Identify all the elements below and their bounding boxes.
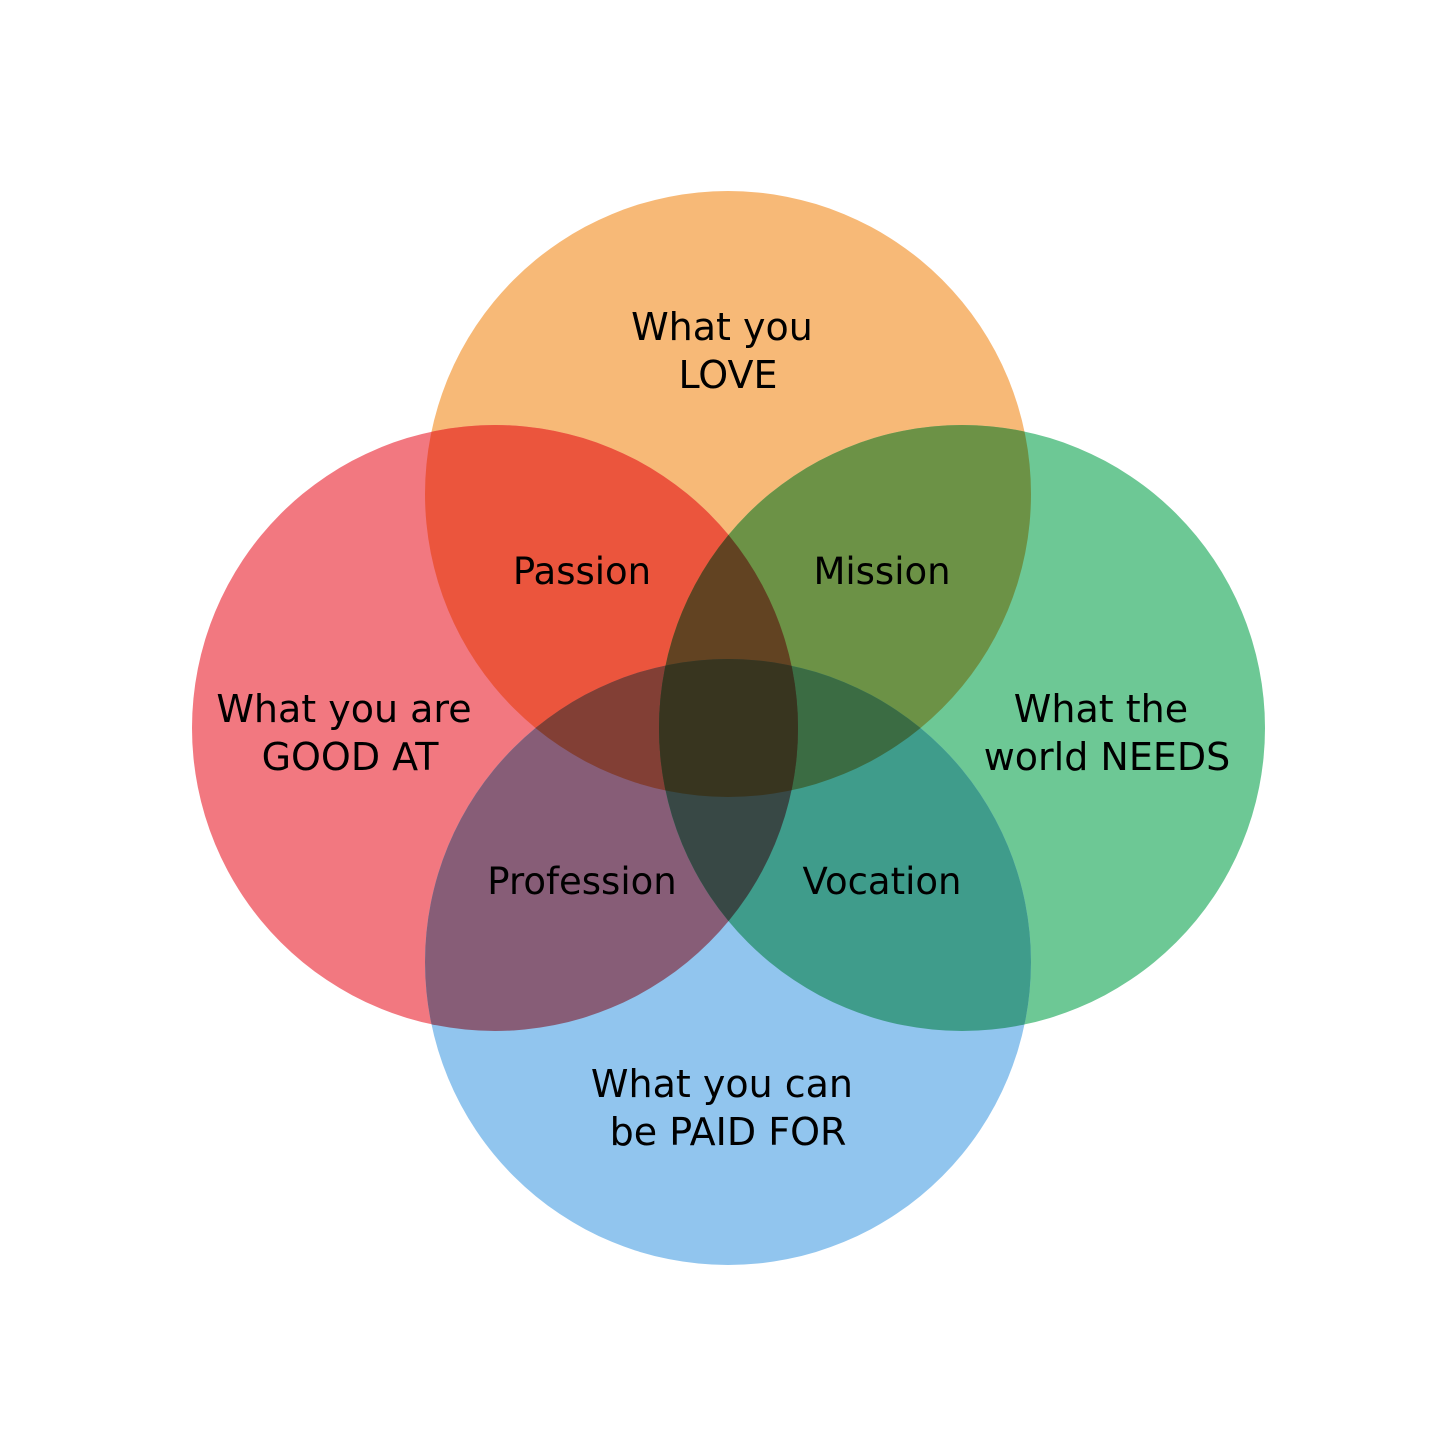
label-world-needs-line1: What the — [1014, 687, 1188, 731]
label-paid-for-line2: be PAID FOR — [610, 1110, 847, 1154]
label-vocation: Vocation — [803, 860, 962, 903]
label-paid-for-line1: What you can — [591, 1062, 853, 1106]
label-world-needs-line2: world NEEDS — [984, 735, 1231, 779]
label-world-needs: What the world NEEDS — [984, 687, 1231, 779]
label-mission: Mission — [813, 550, 950, 593]
label-paid-for: What you can be PAID FOR — [591, 1062, 865, 1154]
label-love-line2: LOVE — [678, 353, 777, 397]
label-passion: Passion — [513, 550, 651, 593]
label-good-at: What you are GOOD AT — [216, 687, 483, 779]
label-love-line1: What you — [631, 305, 813, 349]
label-good-at-line1: What you are — [216, 687, 471, 731]
label-profession: Profession — [487, 860, 676, 903]
label-good-at-line2: GOOD AT — [262, 735, 440, 779]
label-love: What you LOVE — [631, 305, 825, 397]
